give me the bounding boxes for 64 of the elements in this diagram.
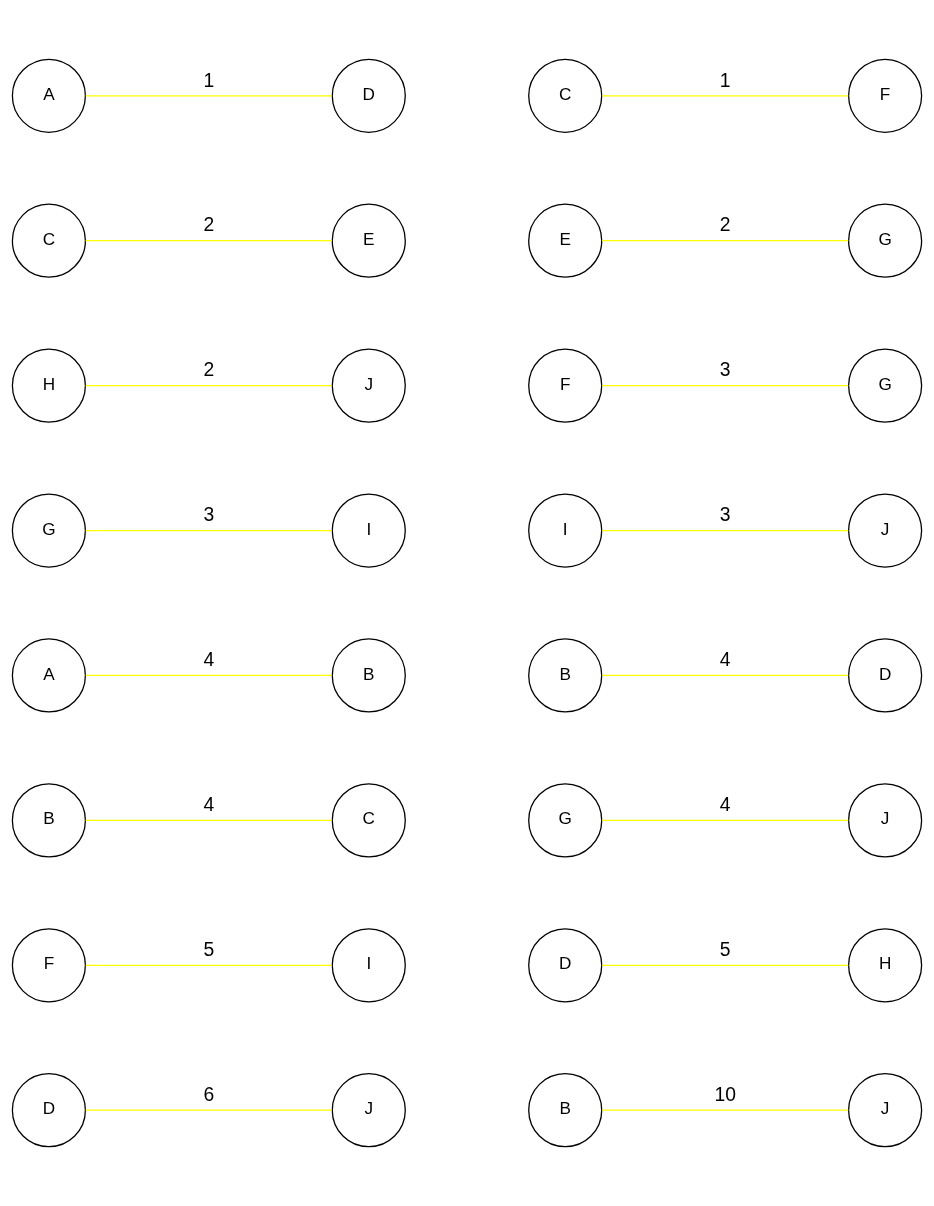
node-circle: G (847, 348, 923, 423)
connector (601, 964, 849, 966)
node-circle: G (11, 493, 87, 568)
connector (601, 384, 849, 387)
node-circle: C (11, 203, 87, 278)
node-circle: D (331, 58, 406, 133)
edge-label: 2 (203, 359, 215, 381)
edge-label: 3 (719, 504, 731, 526)
connector (84, 1109, 333, 1111)
connector (601, 819, 849, 822)
edge-label: 5 (719, 939, 731, 961)
connector (84, 819, 333, 822)
connector (601, 529, 849, 532)
node-circle: E (331, 203, 406, 278)
node-circle: H (847, 928, 923, 1003)
connector (84, 240, 333, 242)
edge-label: 4 (719, 794, 731, 816)
edge-label: 5 (203, 939, 215, 961)
edge-label: 4 (203, 649, 215, 671)
edge-label: 4 (719, 649, 731, 671)
connector (84, 674, 333, 677)
node-circle: J (847, 1073, 923, 1148)
edge-label: 1 (719, 69, 731, 91)
edge-label: 3 (719, 359, 731, 381)
connector (601, 1109, 849, 1111)
node-circle: D (528, 928, 603, 1003)
edge-label: 3 (203, 504, 215, 526)
node-circle: J (847, 783, 923, 858)
edge-label: 2 (719, 214, 731, 236)
connector (84, 95, 333, 97)
connector (601, 674, 849, 677)
node-circle: D (847, 638, 923, 713)
node-circle: E (528, 203, 603, 278)
edge-label: 6 (203, 1083, 215, 1105)
node-circle: G (528, 783, 603, 858)
node-circle: A (11, 58, 87, 133)
connector (84, 964, 333, 966)
node-circle: C (331, 783, 406, 858)
node-circle: I (331, 928, 406, 1003)
node-circle: F (528, 348, 603, 423)
node-circle: A (11, 638, 87, 713)
edge-label: 10 (714, 1083, 736, 1105)
connector (601, 240, 849, 242)
node-circle: C (528, 58, 603, 133)
node-circle: F (11, 928, 87, 1003)
node-circle: B (331, 638, 406, 713)
node-circle: J (847, 493, 923, 568)
node-circle: I (528, 493, 603, 568)
edge-label: 2 (203, 214, 215, 236)
node-circle: J (331, 348, 406, 423)
node-circle: I (331, 493, 406, 568)
node-circle: H (11, 348, 87, 423)
connector (601, 95, 849, 97)
edge-label: 4 (203, 794, 215, 816)
node-circle: G (847, 203, 923, 278)
connector (84, 384, 333, 387)
edge-label: 1 (203, 69, 215, 91)
node-circle: D (11, 1073, 87, 1148)
connector (84, 529, 333, 532)
node-circle: F (847, 58, 923, 133)
node-circle: J (331, 1073, 406, 1148)
node-circle: B (11, 783, 87, 858)
node-circle: B (528, 1073, 603, 1148)
node-circle: B (528, 638, 603, 713)
